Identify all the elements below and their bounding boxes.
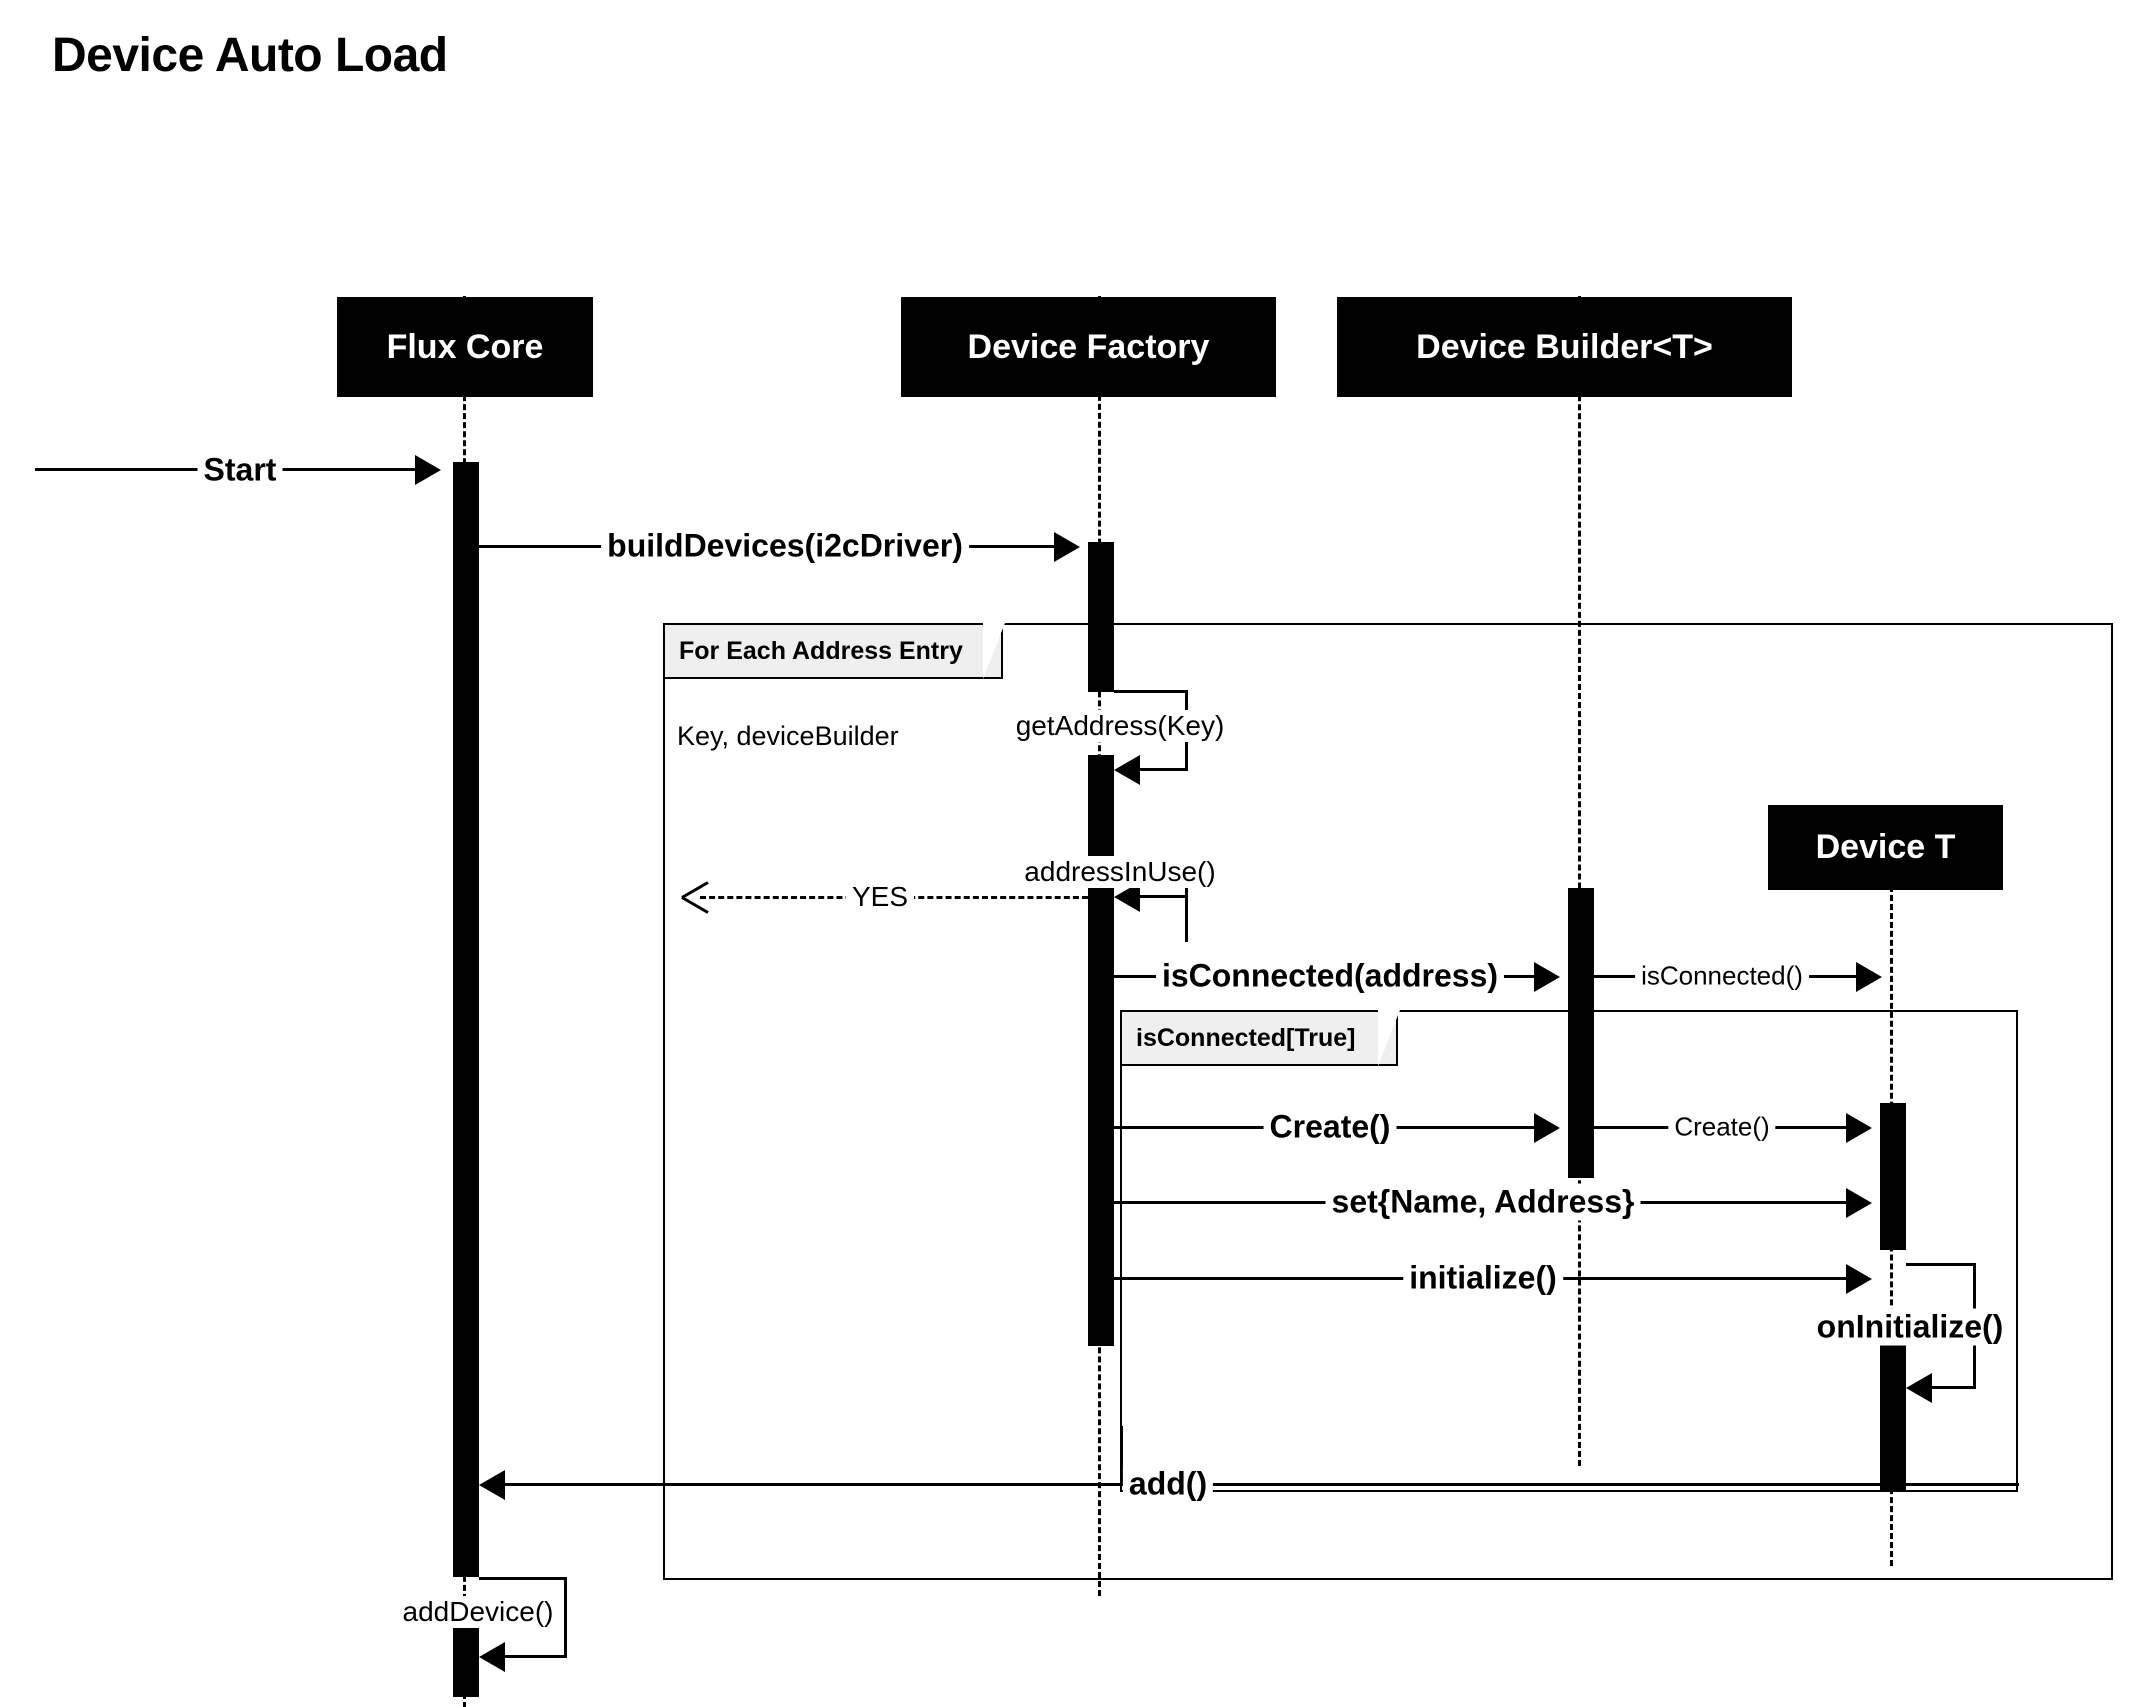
message-arrowhead-set-name-address [1846,1188,1872,1218]
message-label-is-connected: isConnected() [1635,960,1809,992]
message-label-start: Start [197,451,283,489]
message-line-on-initialize-top [1906,1263,1976,1266]
message-line-on-initialize-bottom [1928,1386,1976,1389]
message-label-get-address: getAddress(Key) [1009,710,1231,742]
message-label-initialize: initialize() [1403,1259,1563,1297]
fragment-alt-label: isConnected[True] [1120,1010,1398,1066]
participant-label: Device Builder<T> [1416,327,1713,366]
activation-device-t-2 [1880,1343,1906,1491]
participant-device-factory[interactable]: Device Factory [901,297,1276,397]
page-title: Device Auto Load [52,29,448,82]
fragment-loop-label-notch [983,623,1005,679]
message-line-add-device-bottom [501,1655,567,1658]
message-arrowhead-is-connected-address [1534,962,1560,992]
message-arrowhead-build-devices [1054,532,1080,562]
message-label-add-device: addDevice() [396,1596,560,1628]
message-arrowhead-get-address [1114,755,1140,785]
fragment-alt-label-notch [1378,1010,1400,1066]
participant-device-t[interactable]: Device T [1768,805,2003,890]
lifeline-device-builder [1578,296,1581,1466]
message-line-add-device-top [479,1577,567,1580]
participant-label: Device Factory [967,327,1210,366]
message-arrowhead-add [479,1470,505,1500]
message-arrowhead-is-connected [1856,962,1882,992]
fragment-alt-label-text: isConnected[True] [1136,1023,1356,1052]
activation-device-factory-2 [1088,755,1114,865]
fragment-loop-label-text: For Each Address Entry [679,636,963,665]
message-arrowhead-create-builder [1534,1113,1560,1143]
activation-device-builder [1568,888,1594,1178]
activation-device-factory-3 [1088,868,1114,1346]
fragment-loop-label: For Each Address Entry [663,623,1003,679]
message-label-create-device: Create() [1668,1111,1776,1143]
participant-label: Flux Core [386,327,544,366]
activation-device-factory-1 [1088,542,1114,692]
message-arrowhead-on-initialize [1906,1373,1932,1403]
message-line-get-address-bottom [1136,768,1188,771]
message-arrowhead-create-device [1846,1113,1872,1143]
message-arrowhead-initialize [1846,1264,1872,1294]
message-label-is-connected-address: isConnected(address) [1155,957,1505,995]
message-line-add-origin [1120,1426,1123,1486]
message-arrowhead-add-device [479,1642,505,1672]
message-line-get-address-top [1114,690,1188,693]
message-label-yes-return: YES [845,881,915,913]
message-arrowhead-start [415,455,441,485]
message-line-address-in-use-bottom [1136,895,1188,898]
fragment-loop-each-address [663,623,2113,1580]
participant-label: Device T [1815,828,1956,866]
message-line-add [497,1483,2019,1486]
activation-flux-core-main [453,462,479,1577]
message-label-on-initialize: onInitialize() [1810,1308,2010,1346]
message-line-address-in-use-side [1185,862,1188,942]
message-label-build-devices: buildDevices(i2cDriver) [601,527,969,565]
activation-device-t-1 [1880,1103,1906,1250]
message-label-add: add() [1122,1465,1214,1503]
message-line-add-device-side [564,1577,567,1657]
message-label-set-name-address: set{Name, Address} [1325,1183,1641,1221]
message-label-create-builder: Create() [1263,1108,1397,1146]
participant-device-builder[interactable]: Device Builder<T> [1337,297,1792,397]
message-label-address-in-use: addressInUse() [1018,856,1222,888]
fragment-loop-condition: Key, deviceBuilder [677,721,899,751]
participant-flux-core[interactable]: Flux Core [337,297,593,397]
message-arrowhead-yes-return [682,881,708,911]
